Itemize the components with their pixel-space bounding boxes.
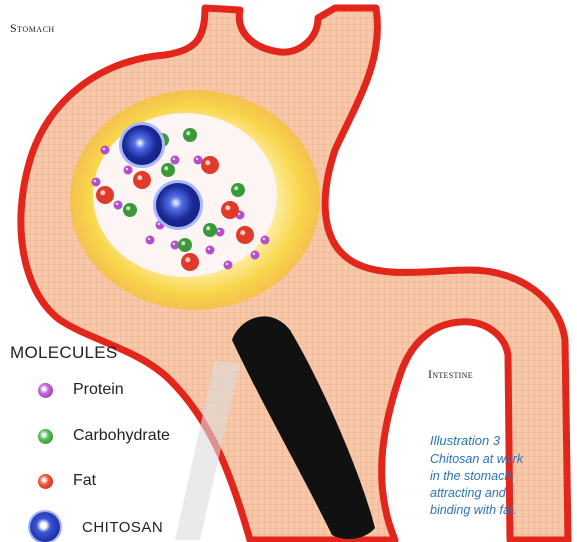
caption-title: Illustration 3 bbox=[430, 432, 575, 449]
protein-molecule bbox=[92, 178, 101, 187]
protein-molecule-highlight bbox=[218, 230, 221, 233]
chitosan-molecule bbox=[156, 183, 200, 227]
protein-molecule bbox=[114, 201, 123, 210]
carbohydrate-molecule-highlight bbox=[234, 186, 238, 190]
carbohydrate-dot-icon bbox=[38, 429, 53, 444]
caption: Illustration 3 Chitosan at work in the s… bbox=[430, 432, 575, 519]
protein-molecule-highlight bbox=[208, 248, 211, 251]
legend-item-label: Protein bbox=[73, 381, 124, 399]
protein-molecule-highlight bbox=[253, 253, 256, 256]
carbohydrate-molecule bbox=[161, 163, 175, 177]
legend-item-protein: Protein bbox=[38, 381, 124, 399]
protein-molecule-highlight bbox=[173, 158, 176, 161]
stomach-label: Stomach bbox=[10, 21, 55, 36]
legend-item-chitosan: CHITOSAN bbox=[30, 512, 163, 542]
chitosan-dot-icon bbox=[30, 512, 60, 542]
fat-molecule-highlight bbox=[137, 175, 142, 180]
carbohydrate-molecule-highlight bbox=[186, 131, 190, 135]
legend-item-label: CHITOSAN bbox=[82, 519, 163, 536]
carbohydrate-molecule-highlight bbox=[181, 241, 185, 245]
protein-molecule-highlight bbox=[103, 148, 106, 151]
protein-molecule-highlight bbox=[116, 203, 119, 206]
fat-molecule-highlight bbox=[100, 190, 105, 195]
protein-molecule bbox=[251, 251, 260, 260]
protein-molecule-highlight bbox=[158, 223, 161, 226]
protein-molecule-highlight bbox=[226, 263, 229, 266]
protein-molecule bbox=[101, 146, 110, 155]
protein-molecule-highlight bbox=[263, 238, 266, 241]
legend-item-label: Carbohydrate bbox=[73, 427, 170, 445]
fat-molecule bbox=[133, 171, 151, 189]
fat-molecule bbox=[96, 186, 114, 204]
caption-line: in the stomach, bbox=[430, 468, 575, 485]
carbohydrate-molecule bbox=[123, 203, 137, 217]
protein-dot-icon bbox=[38, 383, 53, 398]
legend-title: MOLECULES bbox=[10, 343, 118, 363]
legend-item-carbohydrate: Carbohydrate bbox=[38, 427, 170, 445]
protein-molecule bbox=[194, 156, 203, 165]
legend-item-label: Fat bbox=[73, 472, 96, 490]
carbohydrate-molecule-highlight bbox=[126, 206, 130, 210]
fat-molecule-highlight bbox=[240, 230, 245, 235]
protein-molecule-highlight bbox=[148, 238, 151, 241]
fat-molecule bbox=[221, 201, 239, 219]
fat-dot-icon bbox=[38, 474, 53, 489]
legend-item-fat: Fat bbox=[38, 472, 96, 490]
protein-molecule bbox=[206, 246, 215, 255]
caption-line: binding with fat. bbox=[430, 502, 575, 519]
fat-molecule-highlight bbox=[185, 257, 190, 262]
carbohydrate-molecule bbox=[178, 238, 192, 252]
protein-molecule bbox=[224, 261, 233, 270]
protein-molecule-highlight bbox=[126, 168, 129, 171]
carbohydrate-molecule bbox=[183, 128, 197, 142]
protein-molecule bbox=[171, 156, 180, 165]
protein-molecule bbox=[261, 236, 270, 245]
intestine-label: Intestine bbox=[428, 367, 473, 382]
fat-molecule-highlight bbox=[205, 160, 210, 165]
protein-molecule-highlight bbox=[173, 243, 176, 246]
fat-molecule bbox=[181, 253, 199, 271]
carbohydrate-molecule-highlight bbox=[206, 226, 210, 230]
protein-molecule bbox=[124, 166, 133, 175]
carbohydrate-molecule bbox=[203, 223, 217, 237]
caption-line: attracting and bbox=[430, 485, 575, 502]
fat-molecule-highlight bbox=[225, 205, 230, 210]
caption-line: Chitosan at work bbox=[430, 451, 575, 468]
fat-molecule bbox=[236, 226, 254, 244]
protein-molecule bbox=[146, 236, 155, 245]
protein-molecule-highlight bbox=[196, 158, 199, 161]
carbohydrate-molecule bbox=[231, 183, 245, 197]
fat-molecule bbox=[201, 156, 219, 174]
chitosan-molecule bbox=[122, 125, 162, 165]
protein-molecule-highlight bbox=[94, 180, 97, 183]
carbohydrate-molecule-highlight bbox=[164, 166, 168, 170]
